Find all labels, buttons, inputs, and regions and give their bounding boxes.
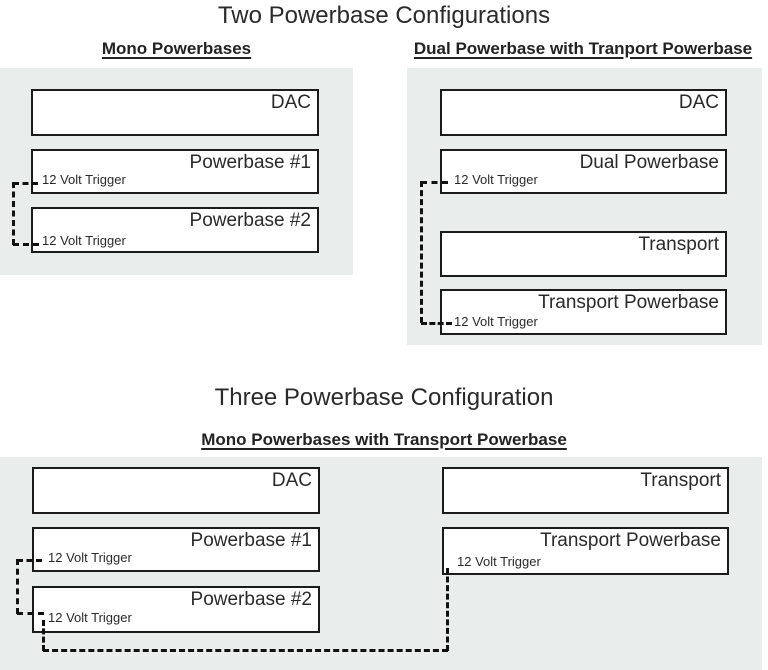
device-label: Dual Powerbase <box>579 152 719 173</box>
trigger-wire <box>421 322 452 325</box>
device-box-transport: Transport <box>440 231 727 277</box>
subtitle-dual-powerbase: Dual Powerbase with Tranport Powerbase <box>413 39 753 58</box>
device-label: Transport <box>638 234 719 255</box>
device-label: Transport Powerbase <box>538 292 719 313</box>
trigger-wire <box>17 559 42 562</box>
trigger-label: 12 Volt Trigger <box>454 172 538 187</box>
device-box-dac: DAC <box>32 467 320 514</box>
device-box-dac: DAC <box>31 89 319 136</box>
trigger-wire <box>42 620 45 651</box>
trigger-label: 12 Volt Trigger <box>457 554 541 569</box>
section-title-two-powerbase: Two Powerbase Configurations <box>217 2 551 29</box>
trigger-label: 12 Volt Trigger <box>48 610 132 625</box>
device-box-powerbase-2: Powerbase #2 12 Volt Trigger <box>32 586 320 633</box>
trigger-wire <box>446 568 449 651</box>
device-box-powerbase-1: Powerbase #1 12 Volt Trigger <box>31 149 319 194</box>
section-title-three-powerbase: Three Powerbase Configuration <box>214 384 554 411</box>
device-box-powerbase-2: Powerbase #2 12 Volt Trigger <box>31 207 319 253</box>
device-label: DAC <box>270 92 311 113</box>
device-label: Powerbase #2 <box>190 589 312 610</box>
trigger-wire <box>12 182 15 245</box>
subtitle-mono-powerbases: Mono Powerbases <box>101 39 252 58</box>
trigger-wire <box>421 181 448 184</box>
device-label: Transport <box>640 470 721 491</box>
trigger-label: 12 Volt Trigger <box>454 314 538 329</box>
trigger-wire <box>13 182 38 185</box>
trigger-wire <box>16 559 19 614</box>
subtitle-mono-with-transport: Mono Powerbases with Transport Powerbase <box>201 430 567 449</box>
device-box-powerbase-1: Powerbase #1 12 Volt Trigger <box>32 527 320 572</box>
device-box-dac: DAC <box>440 89 727 136</box>
trigger-wire <box>17 612 44 615</box>
device-label: Powerbase #2 <box>189 210 311 231</box>
trigger-wire <box>43 649 448 652</box>
device-box-transport-powerbase: Transport Powerbase 12 Volt Trigger <box>440 289 727 335</box>
device-label: Powerbase #1 <box>190 530 312 551</box>
trigger-label: 12 Volt Trigger <box>42 233 126 248</box>
trigger-label: 12 Volt Trigger <box>42 172 126 187</box>
device-box-dual-powerbase: Dual Powerbase 12 Volt Trigger <box>440 149 727 194</box>
device-label: DAC <box>678 92 719 113</box>
device-label: Powerbase #1 <box>189 152 311 173</box>
device-label: DAC <box>271 470 312 491</box>
trigger-wire <box>420 181 423 323</box>
trigger-wire <box>13 243 39 246</box>
device-box-transport: Transport <box>442 467 729 514</box>
device-label: Transport Powerbase <box>540 530 721 551</box>
device-box-transport-powerbase: Transport Powerbase 12 Volt Trigger <box>442 527 729 575</box>
trigger-label: 12 Volt Trigger <box>48 550 132 565</box>
